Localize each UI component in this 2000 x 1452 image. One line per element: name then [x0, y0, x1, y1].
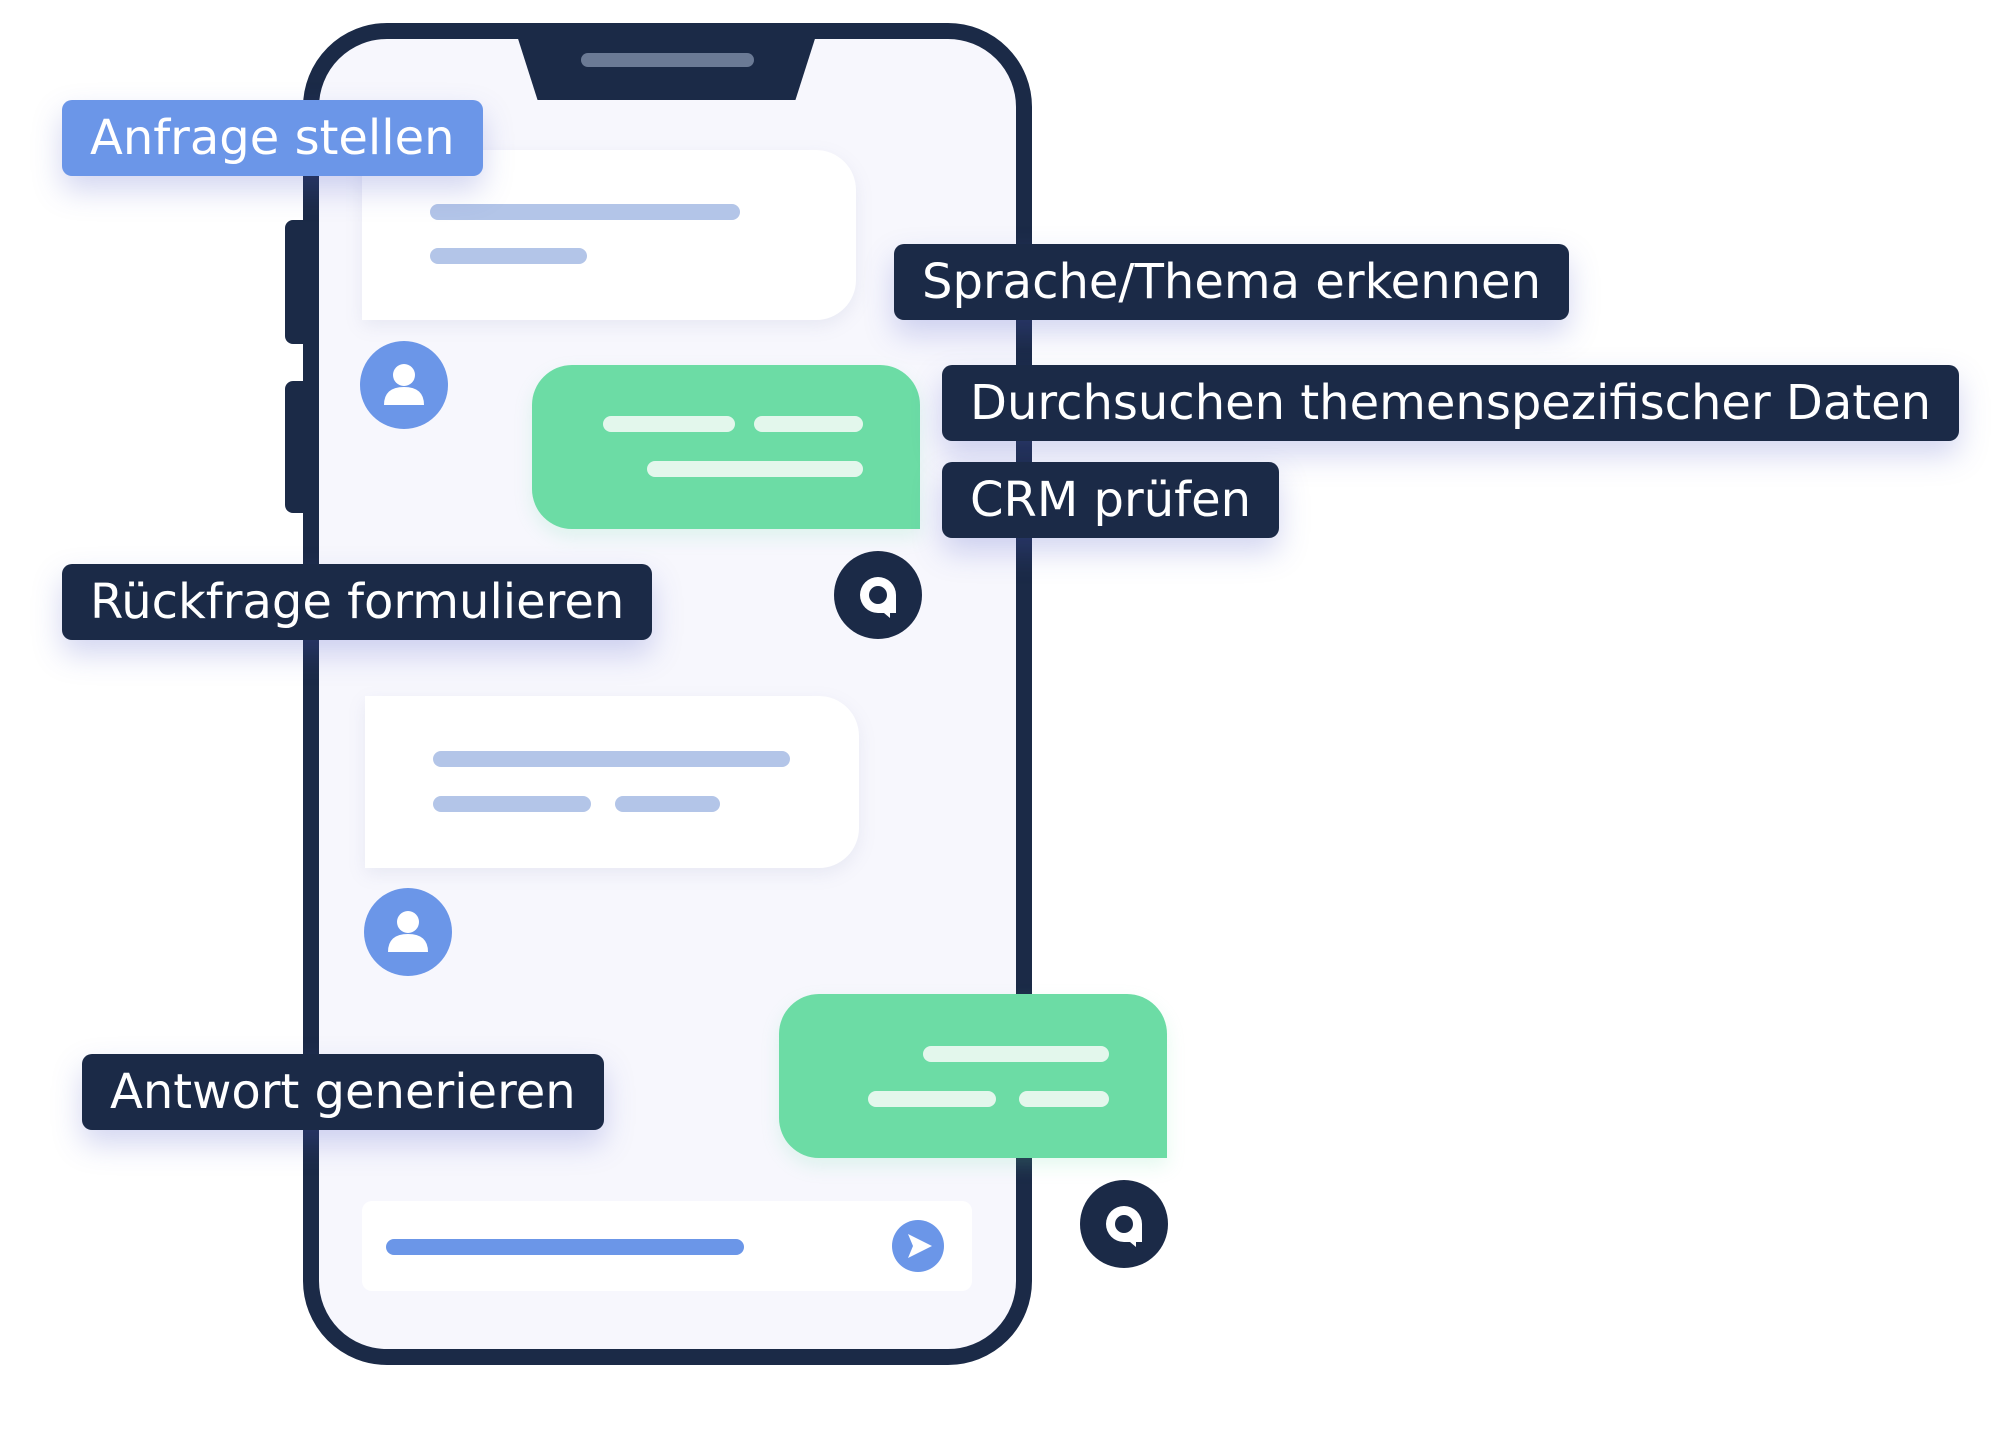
step-label-detect: Sprache/Thema erkennen — [894, 244, 1569, 320]
bot-message-bubble — [532, 365, 920, 529]
step-label-crm: CRM prüfen — [942, 462, 1280, 538]
phone-side-button — [285, 220, 305, 344]
phone-side-button — [285, 381, 305, 513]
bot-message-bubble — [779, 994, 1167, 1158]
step-label-followup: Rückfrage formulieren — [62, 564, 653, 640]
send-icon[interactable] — [892, 1220, 944, 1272]
step-label-request: Anfrage stellen — [62, 100, 483, 176]
user-avatar-icon — [364, 888, 452, 976]
step-label-search: Durchsuchen themenspezifischer Daten — [942, 365, 1960, 441]
user-message-bubble — [362, 150, 856, 320]
user-avatar-icon — [360, 341, 448, 429]
step-label-answer: Antwort generieren — [82, 1054, 604, 1130]
bot-logo-icon — [1080, 1180, 1168, 1268]
bot-logo-icon — [834, 551, 922, 639]
phone-speaker — [581, 53, 754, 67]
message-input[interactable] — [362, 1201, 972, 1291]
user-message-bubble — [365, 696, 859, 868]
